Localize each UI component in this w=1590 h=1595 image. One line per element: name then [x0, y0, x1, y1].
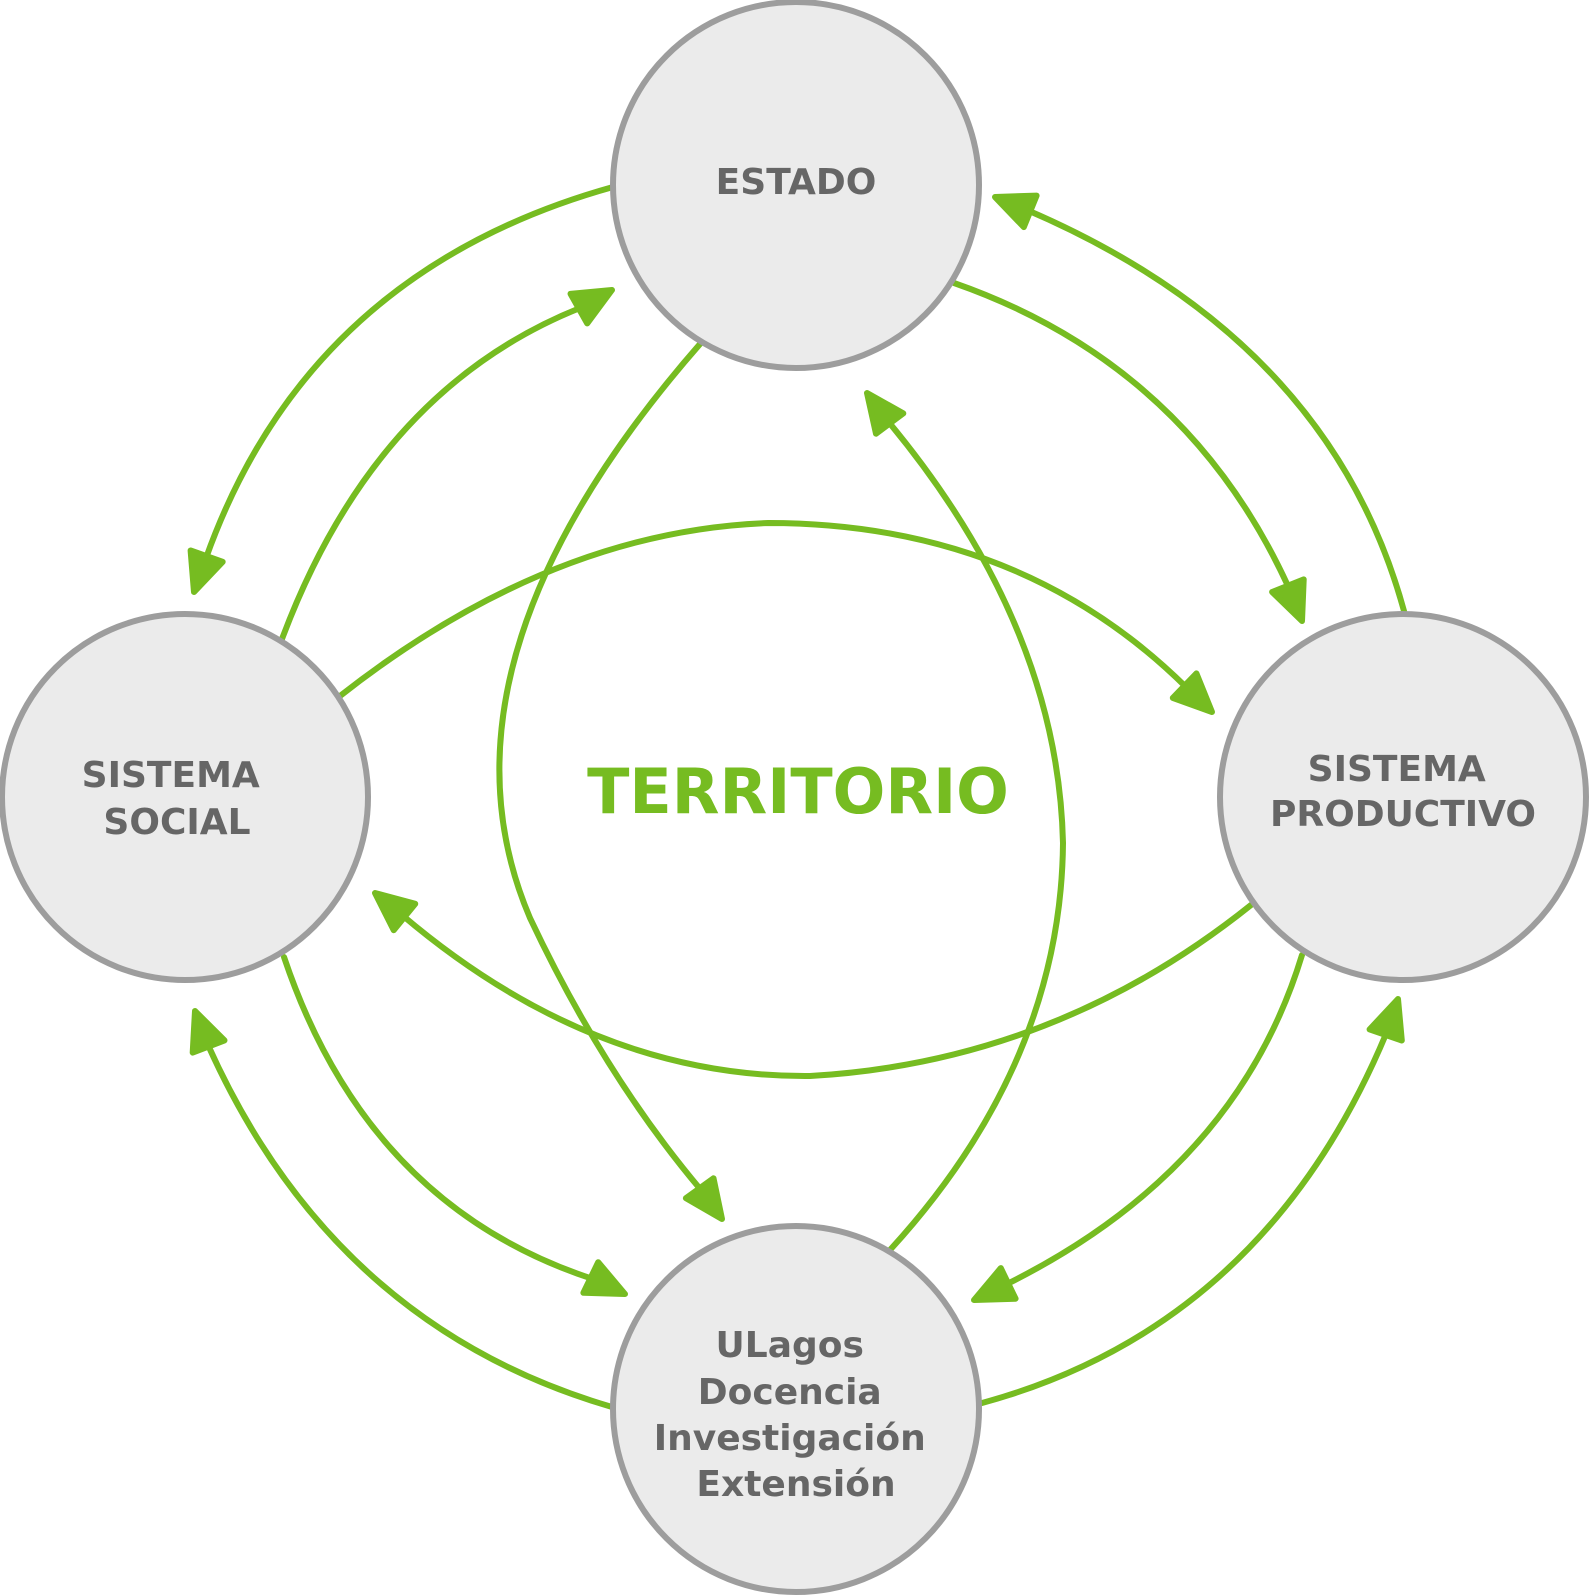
arrow-head-productivo-ulagos — [971, 1265, 1019, 1303]
arrow-ulagos-estado — [864, 390, 1067, 1253]
arrow-shaft-ulagos-estado — [884, 417, 1067, 1253]
arrow-head-ulagos-social — [189, 1008, 228, 1056]
arrow-productivo-estado — [992, 192, 1407, 614]
node-sistema-social: SISTEMA SOCIAL — [0, 611, 371, 983]
arrow-head-estado-productivo — [1269, 576, 1307, 624]
node-estado: ESTADO — [610, 0, 982, 371]
arrow-head-estado-social — [187, 547, 226, 595]
node-productivo-label: SISTEMA PRODUCTIVO — [1270, 749, 1536, 835]
arrow-estado-ulagos — [496, 341, 725, 1222]
arrow-ulagos-productivo — [979, 996, 1405, 1406]
arrow-shaft-productivo-estado — [1024, 207, 1407, 614]
node-estado-label: ESTADO — [716, 162, 877, 203]
relation-arrows — [187, 184, 1407, 1410]
node-ulagos: ULagos Docencia Investigación Extensión — [610, 1223, 982, 1595]
arrow-head-social-ulagos — [580, 1259, 628, 1297]
arrow-social-ulagos — [281, 954, 628, 1297]
arrow-productivo-ulagos — [971, 952, 1305, 1303]
arrow-productivo-social — [372, 890, 1254, 1080]
arrow-shaft-estado-social — [203, 184, 616, 561]
arrow-shaft-estado-productivo — [951, 280, 1291, 589]
arrow-shaft-ulagos-social — [205, 1042, 615, 1410]
node-ulagos-label: ULagos Docencia Investigación Extensión — [654, 1325, 939, 1505]
arrow-head-social-productivo — [1169, 670, 1215, 715]
node-social-label: SISTEMA SOCIAL — [82, 755, 273, 843]
arrow-shaft-productivo-social — [399, 902, 1254, 1080]
arrow-social-estado — [279, 287, 615, 642]
arrow-shaft-social-estado — [279, 305, 583, 642]
arrow-estado-productivo — [951, 280, 1307, 624]
arrow-head-social-estado — [567, 287, 615, 327]
arrow-ulagos-social — [189, 1008, 615, 1410]
arrow-head-estado-ulagos — [682, 1175, 725, 1222]
arrow-head-ulagos-productivo — [1366, 996, 1405, 1044]
arrow-head-productivo-social — [372, 890, 419, 934]
arrow-head-ulagos-estado — [864, 390, 907, 437]
arrow-estado-social — [187, 184, 616, 595]
node-sistema-productivo: SISTEMA PRODUCTIVO — [1217, 611, 1589, 983]
arrow-shaft-social-productivo — [337, 519, 1189, 699]
arrow-shaft-social-ulagos — [281, 954, 599, 1283]
arrow-shaft-ulagos-productivo — [979, 1031, 1389, 1406]
arrow-head-productivo-estado — [992, 192, 1040, 231]
arrow-shaft-productivo-ulagos — [1006, 952, 1305, 1286]
center-label: TERRITORIO — [587, 755, 1009, 828]
arrow-social-productivo — [337, 519, 1215, 715]
arrow-shaft-estado-ulagos — [496, 341, 704, 1193]
